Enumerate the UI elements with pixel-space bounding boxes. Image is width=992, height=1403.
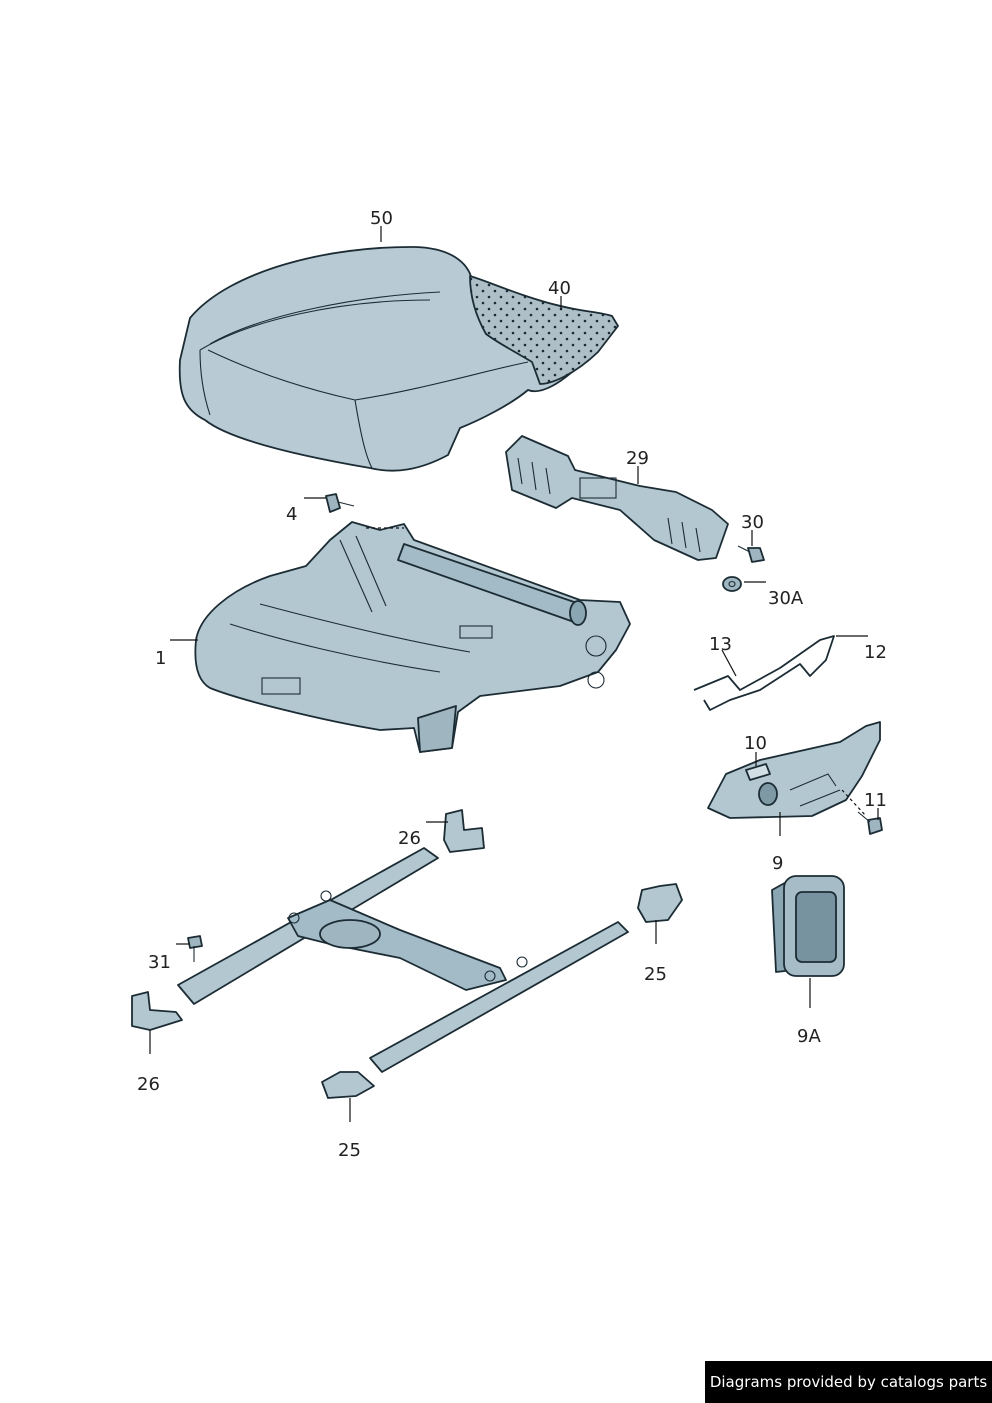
callout-12: 12 xyxy=(864,642,887,663)
callout-11: 11 xyxy=(864,790,887,811)
screw-11 xyxy=(857,811,883,835)
callout-labels: 50 40 29 4 30 30A 1 13 12 10 11 9 26 31 … xyxy=(137,208,887,1161)
callout-25-bottom: 25 xyxy=(338,1140,361,1161)
callout-1: 1 xyxy=(155,648,166,669)
bolt-4 xyxy=(325,493,355,513)
callout-40: 40 xyxy=(548,278,571,299)
rail-end-cap-25-bottom xyxy=(321,1071,375,1099)
callout-26-bottom: 26 xyxy=(137,1074,160,1095)
seat-cushion-foam xyxy=(469,275,619,385)
rail-end-cap-25-right xyxy=(637,883,683,923)
footer-banner: Diagrams provided by catalogs parts xyxy=(705,1361,992,1403)
callout-9a: 9A xyxy=(797,1026,821,1047)
rail-cover-26-bottom xyxy=(131,991,183,1031)
seat-frame xyxy=(194,521,631,753)
wire-rod xyxy=(693,635,835,711)
callout-50: 50 xyxy=(370,208,393,229)
callout-13: 13 xyxy=(709,634,732,655)
nut-30a xyxy=(722,576,742,592)
switch-cap xyxy=(771,875,845,977)
rail-cover-26-top xyxy=(443,809,485,853)
callout-29: 29 xyxy=(626,448,649,469)
callout-31: 31 xyxy=(148,952,171,973)
footer-text: Diagrams provided by catalogs parts xyxy=(709,1373,988,1391)
callout-25-right: 25 xyxy=(644,964,667,985)
callout-30a: 30A xyxy=(768,588,804,609)
screw-30 xyxy=(737,545,765,563)
leader-lines xyxy=(149,226,879,1122)
bolt-31 xyxy=(187,935,203,962)
callout-9: 9 xyxy=(772,853,783,874)
callout-30: 30 xyxy=(741,512,764,533)
front-bracket xyxy=(505,435,729,561)
seat-rails xyxy=(177,847,629,1073)
callout-26-top: 26 xyxy=(398,828,421,849)
side-trim-cover xyxy=(707,721,881,819)
callout-10: 10 xyxy=(744,733,767,754)
callout-4: 4 xyxy=(286,504,297,525)
